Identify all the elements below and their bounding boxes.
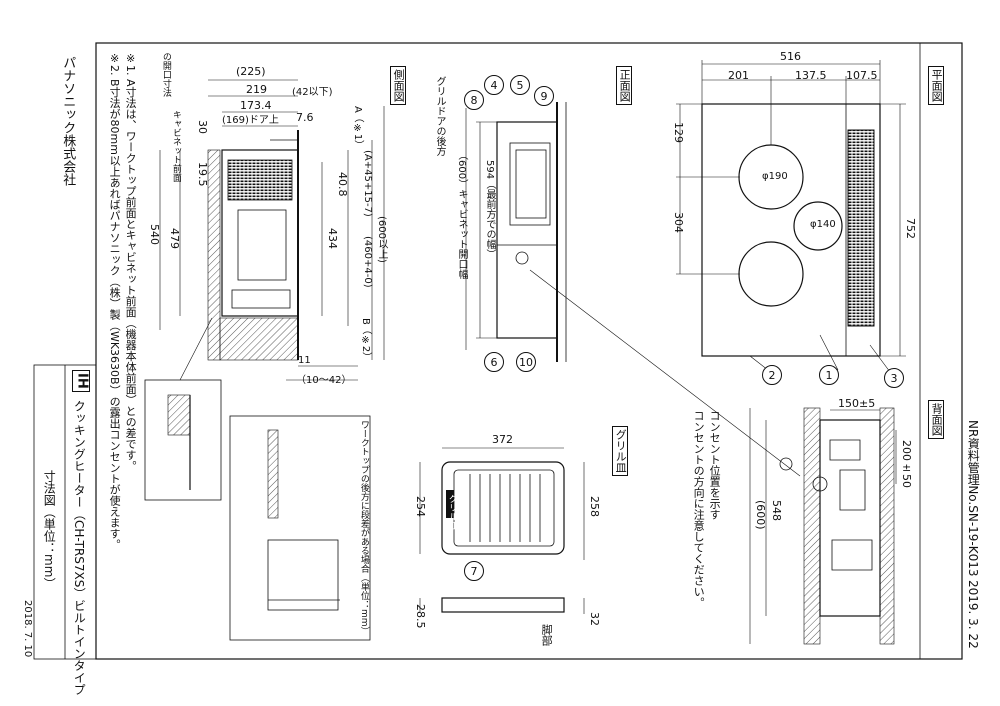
outlet-note-2: コンセントの方向に注意してください。 — [692, 410, 706, 608]
dim-side-219: 219 — [246, 83, 267, 96]
dim-side-a: A（※1） — [352, 106, 363, 151]
dim-side-40-8: 40.8 — [336, 172, 350, 197]
grill-view-label: グリル皿 — [612, 426, 629, 476]
grill-plate-text: グリル皿 — [446, 494, 457, 530]
worktop-step-title: ワークトップの後方に段差がある場合（単位：mm） — [358, 420, 369, 636]
dim-plan-129: 129 — [672, 122, 686, 143]
back-view-label: 背面図 — [928, 400, 945, 439]
callout-8: 8 — [464, 90, 484, 110]
dim-side-600: (600以上) — [376, 216, 387, 263]
maker-name: パナソニック株式会社 — [60, 56, 76, 186]
dim-side-42: (42以下) — [292, 87, 333, 98]
front-view — [465, 102, 567, 362]
dim-side-169: (169)ドア上 — [222, 115, 279, 126]
callout-1: 1 — [819, 365, 839, 385]
dim-side-225: (225) — [236, 65, 266, 78]
outlet-note-1: コンセント位置を示す — [708, 410, 722, 520]
side-view-label: 側面図 — [390, 66, 407, 105]
dim-grill-32: 32 — [588, 612, 602, 626]
dim-side-30: 30 — [196, 120, 210, 134]
plan-view — [676, 60, 906, 373]
issue-date: 2019. 3. 22 — [966, 580, 981, 649]
dim-phi190: φ190 — [762, 171, 788, 182]
callout-6: 6 — [484, 352, 504, 372]
note-2: ※2. B寸法が80mm以上あればパナソニック（株）製（WK3630B）の露出コ… — [108, 52, 122, 550]
dim-side-460: (460+4-0) — [362, 236, 373, 288]
dim-side-540: 540 — [148, 224, 162, 245]
dim-side-479: 479 — [168, 228, 182, 249]
worktop-step-inset — [229, 415, 371, 641]
dim-plan-201: 201 — [728, 69, 749, 82]
callout-4: 4 — [484, 75, 504, 95]
dim-front-600: （600）キャビネット開口幅 — [456, 150, 467, 280]
sheet-border — [95, 42, 963, 660]
cabinet-front-label: キャビネット前面 — [170, 110, 181, 182]
callout-9: 9 — [534, 86, 554, 106]
dim-grill-254: 254 — [414, 496, 428, 517]
grill-pan-view — [419, 447, 585, 614]
dim-plan-752: 752 — [904, 218, 918, 239]
dim-back-150: 150±5 — [838, 397, 876, 410]
print-date: 2018. 7. 10 — [22, 600, 33, 658]
callout-7: 7 — [464, 561, 484, 581]
dim-grill-372: 372 — [492, 433, 513, 446]
callout-5: 5 — [510, 75, 530, 95]
dim-plan-107: 107.5 — [846, 69, 878, 82]
burner-left-front — [738, 241, 804, 307]
dim-side-434: 434 — [326, 228, 340, 249]
opening-label: の開口寸法 — [160, 52, 171, 97]
callout-3: 3 — [884, 368, 904, 388]
grill-leg-label: 脚部 — [540, 624, 554, 646]
callout-10: 10 — [516, 352, 536, 372]
dim-side-10-42: （10～42） — [296, 375, 352, 386]
dim-back-200: 200±50 — [900, 440, 914, 488]
side-view — [159, 79, 385, 381]
back-view — [529, 269, 897, 645]
ih-badge: IH — [72, 370, 91, 392]
front-view-label: 正面図 — [616, 66, 633, 105]
drawing-type: 寸法図（単位：mm） — [42, 470, 57, 590]
dim-front-594: 594（最前方での幅） — [484, 160, 495, 260]
dim-side-a45: (A+45+15-7) — [362, 150, 373, 217]
dim-side-11: 11 — [298, 355, 311, 366]
dim-plan-137: 137.5 — [795, 69, 827, 82]
dim-plan-width: 516 — [780, 50, 801, 63]
dim-grill-258: 258 — [588, 496, 602, 517]
dim-side-19-5: 19.5 — [196, 162, 210, 187]
burner-right — [793, 201, 843, 251]
dim-phi140: φ140 — [810, 219, 836, 230]
note-1: ※1. A寸法は、ワークトップ前面とキャビネット前面（機器本体前面）との差です。 — [124, 52, 138, 472]
dim-side-173: 173.4 — [240, 99, 272, 112]
dim-back-600: (600) — [754, 500, 768, 530]
dim-plan-304: 304 — [672, 212, 686, 233]
dim-side-b: B（※2） — [360, 318, 371, 363]
product-title: クッキングヒーター（CH-TRS7XS）ビルトインタイプ — [72, 400, 87, 696]
dim-side-7-6: 7.6 — [296, 111, 314, 124]
grill-door-rear-label: グリルドアの後方 — [434, 76, 445, 156]
dim-back-548: 548 — [770, 500, 784, 521]
plan-view-label: 平面図 — [928, 66, 945, 105]
callout-2: 2 — [762, 365, 782, 385]
doc-number: NR資料管理No.SN-19-K013 — [966, 420, 981, 577]
dim-grill-28-5: 28.5 — [414, 604, 428, 629]
side-detail-inset — [144, 379, 222, 501]
